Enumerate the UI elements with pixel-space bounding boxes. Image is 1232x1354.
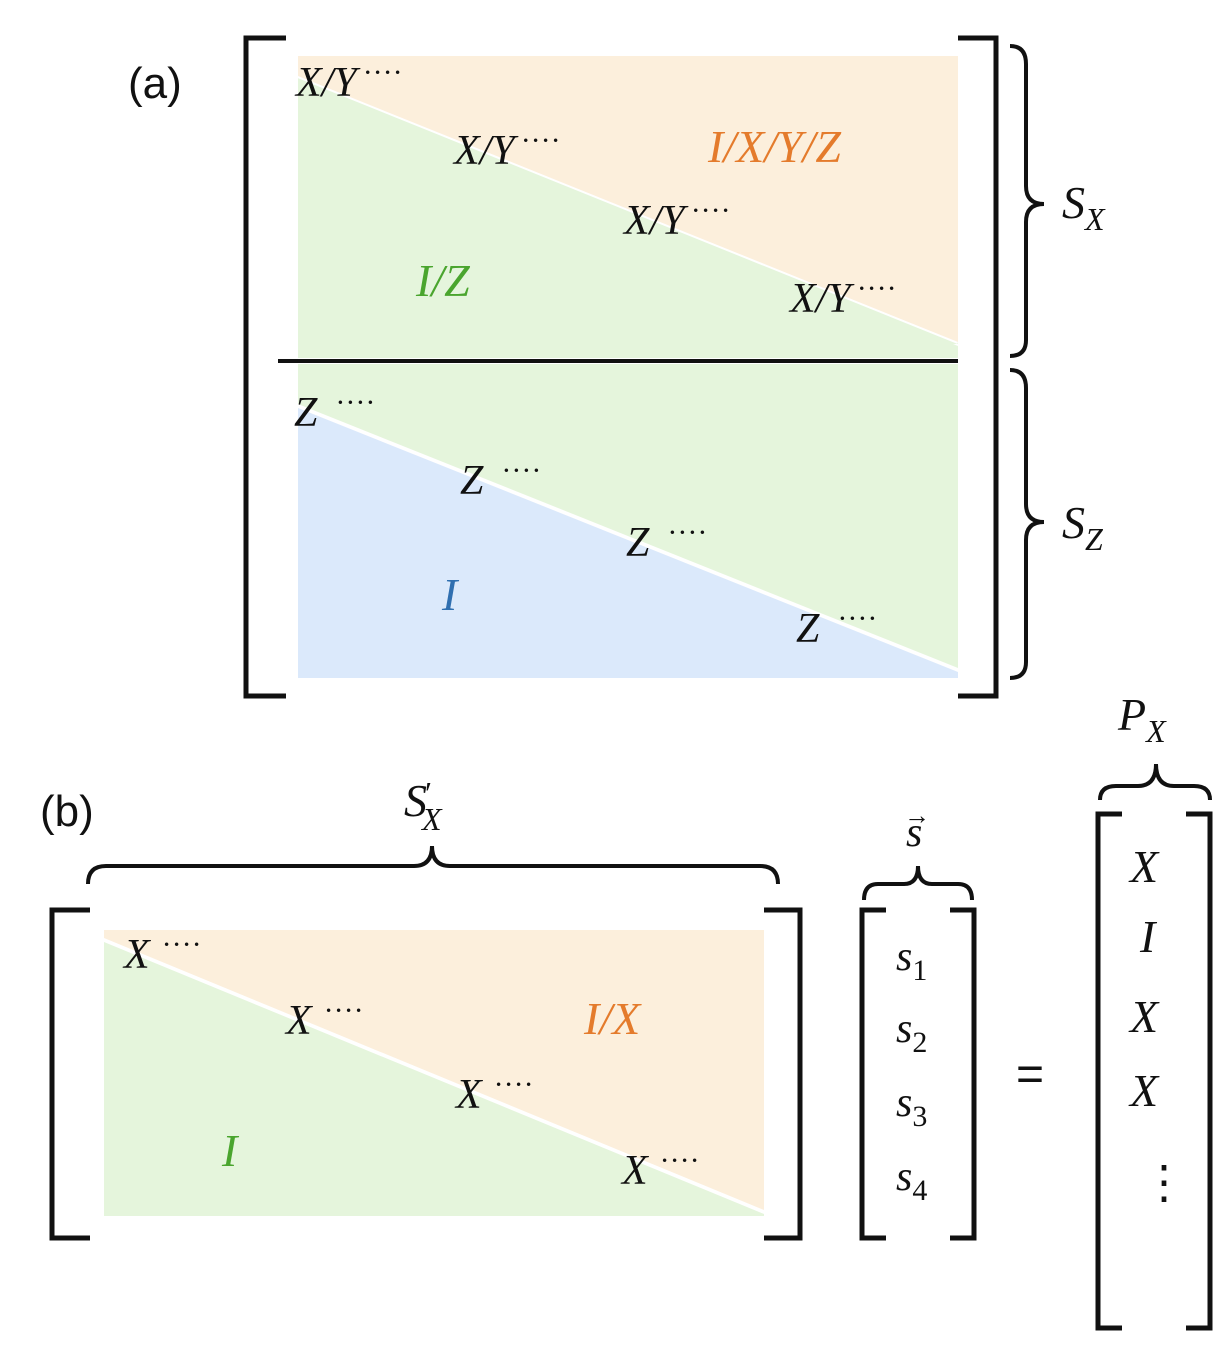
result-left-bracket (1095, 811, 1122, 1331)
sx-upper-fill-top (298, 56, 958, 342)
b-row-4-entry: X···· (620, 1144, 700, 1194)
result-entry-2: I (1139, 911, 1158, 962)
vector-entry-3: s3 (896, 1080, 927, 1133)
sx-lower-fill (298, 80, 958, 358)
panel-b-right-bracket (764, 907, 803, 1241)
sz-brace (1009, 368, 1045, 680)
sx-row-2-entry: X/Y···· (452, 124, 561, 174)
result-entry-1: X (1128, 841, 1160, 892)
panel-b-label: (b) (40, 787, 94, 836)
panel-b-left-bracket (49, 907, 90, 1241)
panel-a-left-bracket (243, 35, 286, 699)
sx-brace (1009, 44, 1045, 358)
sz-row-3-entry: Z···· (626, 516, 707, 566)
b-row-2-entry: X···· (284, 994, 364, 1044)
sx-row-1-entry: X/Y···· (294, 56, 403, 106)
sz-brace-label: SZ (1062, 497, 1104, 557)
vector-arrow: → (904, 801, 930, 830)
sz-upper-region (298, 364, 958, 668)
b-lower-region-label: I (221, 1125, 240, 1176)
b-lower-region (104, 942, 764, 1216)
b-upper-region-label: I/X (583, 993, 642, 1044)
sx-prime-brace-label: S′X (404, 775, 443, 837)
sx-prime-brace (86, 845, 780, 885)
panel-a-label: (a) (128, 59, 182, 108)
vector-entry-2: s2 (896, 1006, 927, 1059)
equals-sign: = (1016, 1048, 1044, 1101)
b-upper-region (104, 930, 764, 1210)
sx-row-3-entry: X/Y···· (622, 194, 731, 244)
b-row-1-entry: X···· (122, 928, 202, 978)
sx-row-4-entry: X/Y···· (788, 272, 897, 322)
sz-row-4-entry: Z···· (796, 602, 877, 652)
result-ellipsis: ⋮ (1141, 1157, 1187, 1208)
sx-upper-region-label: I/X/Y/Z (707, 121, 841, 172)
vector-left-bracket (859, 907, 886, 1241)
sx-brace-label: SX (1062, 177, 1106, 237)
panel-a-right-bracket (958, 35, 999, 699)
vector-entry-1: s1 (896, 934, 927, 987)
result-right-bracket (1186, 811, 1213, 1331)
vector-entry-4: s4 (896, 1154, 927, 1207)
result-brace (1098, 763, 1212, 801)
result-label: PX (1117, 689, 1167, 749)
sz-lower-region (298, 408, 958, 678)
sz-lower-region-label: I (441, 569, 460, 620)
b-row-3-entry: X···· (454, 1068, 534, 1118)
sz-row-1-entry: Z···· (294, 386, 375, 436)
result-entry-4: X (1128, 1065, 1160, 1116)
vector-brace (862, 865, 974, 901)
sz-row-2-entry: Z···· (460, 454, 541, 504)
vector-right-bracket (950, 907, 977, 1241)
sx-lower-region-label: I/Z (415, 255, 470, 306)
vector-label: s (906, 810, 922, 856)
result-entry-3: X (1128, 991, 1160, 1042)
